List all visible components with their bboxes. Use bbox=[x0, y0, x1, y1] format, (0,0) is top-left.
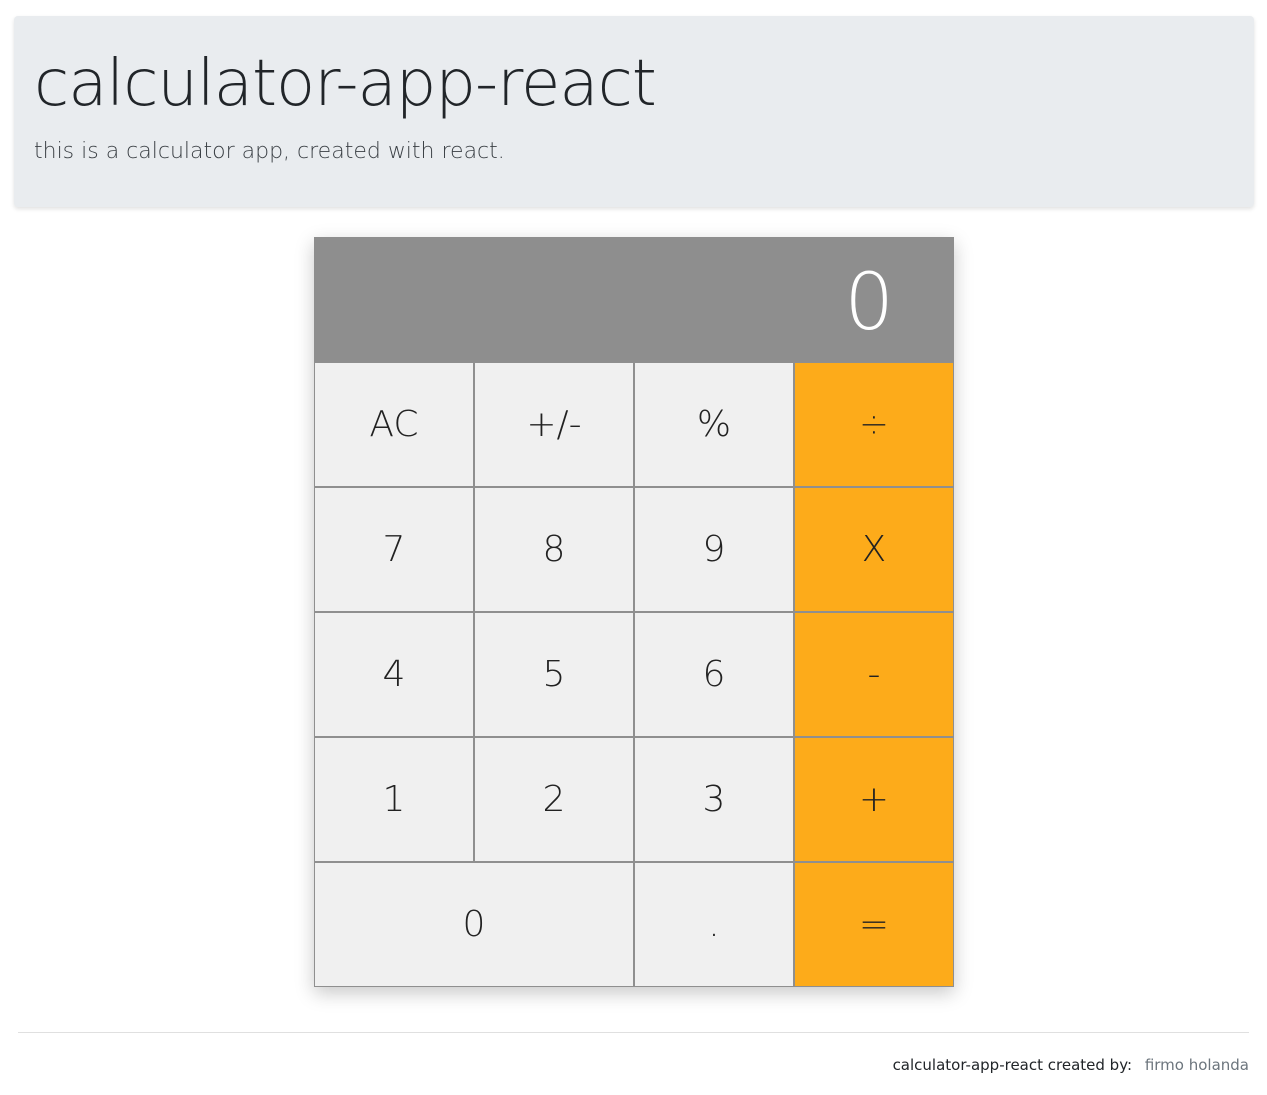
digit-1-button[interactable]: 1 bbox=[314, 737, 474, 862]
digit-3-button[interactable]: 3 bbox=[634, 737, 794, 862]
digit-9-button[interactable]: 9 bbox=[634, 487, 794, 612]
calculator: 0 AC +/- % ÷ 7 8 9 X 4 5 6 - 1 2 3 + 0 .… bbox=[314, 237, 954, 987]
digit-0-button[interactable]: 0 bbox=[314, 862, 634, 987]
footer: calculator-app-react created by: firmo h… bbox=[893, 1055, 1249, 1075]
author-link[interactable]: firmo holanda bbox=[1144, 1056, 1249, 1074]
digit-8-button[interactable]: 8 bbox=[474, 487, 634, 612]
display-value: 0 bbox=[844, 258, 894, 348]
footer-divider bbox=[18, 1032, 1249, 1033]
digit-5-button[interactable]: 5 bbox=[474, 612, 634, 737]
divide-button[interactable]: ÷ bbox=[794, 362, 954, 487]
digit-2-button[interactable]: 2 bbox=[474, 737, 634, 862]
decimal-button[interactable]: . bbox=[634, 862, 794, 987]
footer-label: calculator-app-react created by: bbox=[892, 1056, 1133, 1074]
header-jumbotron: calculator-app-react this is a calculato… bbox=[14, 16, 1254, 207]
digit-6-button[interactable]: 6 bbox=[634, 612, 794, 737]
percent-button[interactable]: % bbox=[634, 362, 794, 487]
equals-button[interactable]: = bbox=[794, 862, 954, 987]
keypad: AC +/- % ÷ 7 8 9 X 4 5 6 - 1 2 3 + 0 . = bbox=[314, 362, 954, 987]
page-subtitle: this is a calculator app, created with r… bbox=[34, 139, 505, 164]
sign-toggle-button[interactable]: +/- bbox=[474, 362, 634, 487]
subtract-button[interactable]: - bbox=[794, 612, 954, 737]
page-title: calculator-app-react bbox=[34, 47, 657, 121]
digit-7-button[interactable]: 7 bbox=[314, 487, 474, 612]
clear-button[interactable]: AC bbox=[314, 362, 474, 487]
multiply-button[interactable]: X bbox=[794, 487, 954, 612]
add-button[interactable]: + bbox=[794, 737, 954, 862]
digit-4-button[interactable]: 4 bbox=[314, 612, 474, 737]
calculator-display: 0 bbox=[314, 237, 954, 362]
